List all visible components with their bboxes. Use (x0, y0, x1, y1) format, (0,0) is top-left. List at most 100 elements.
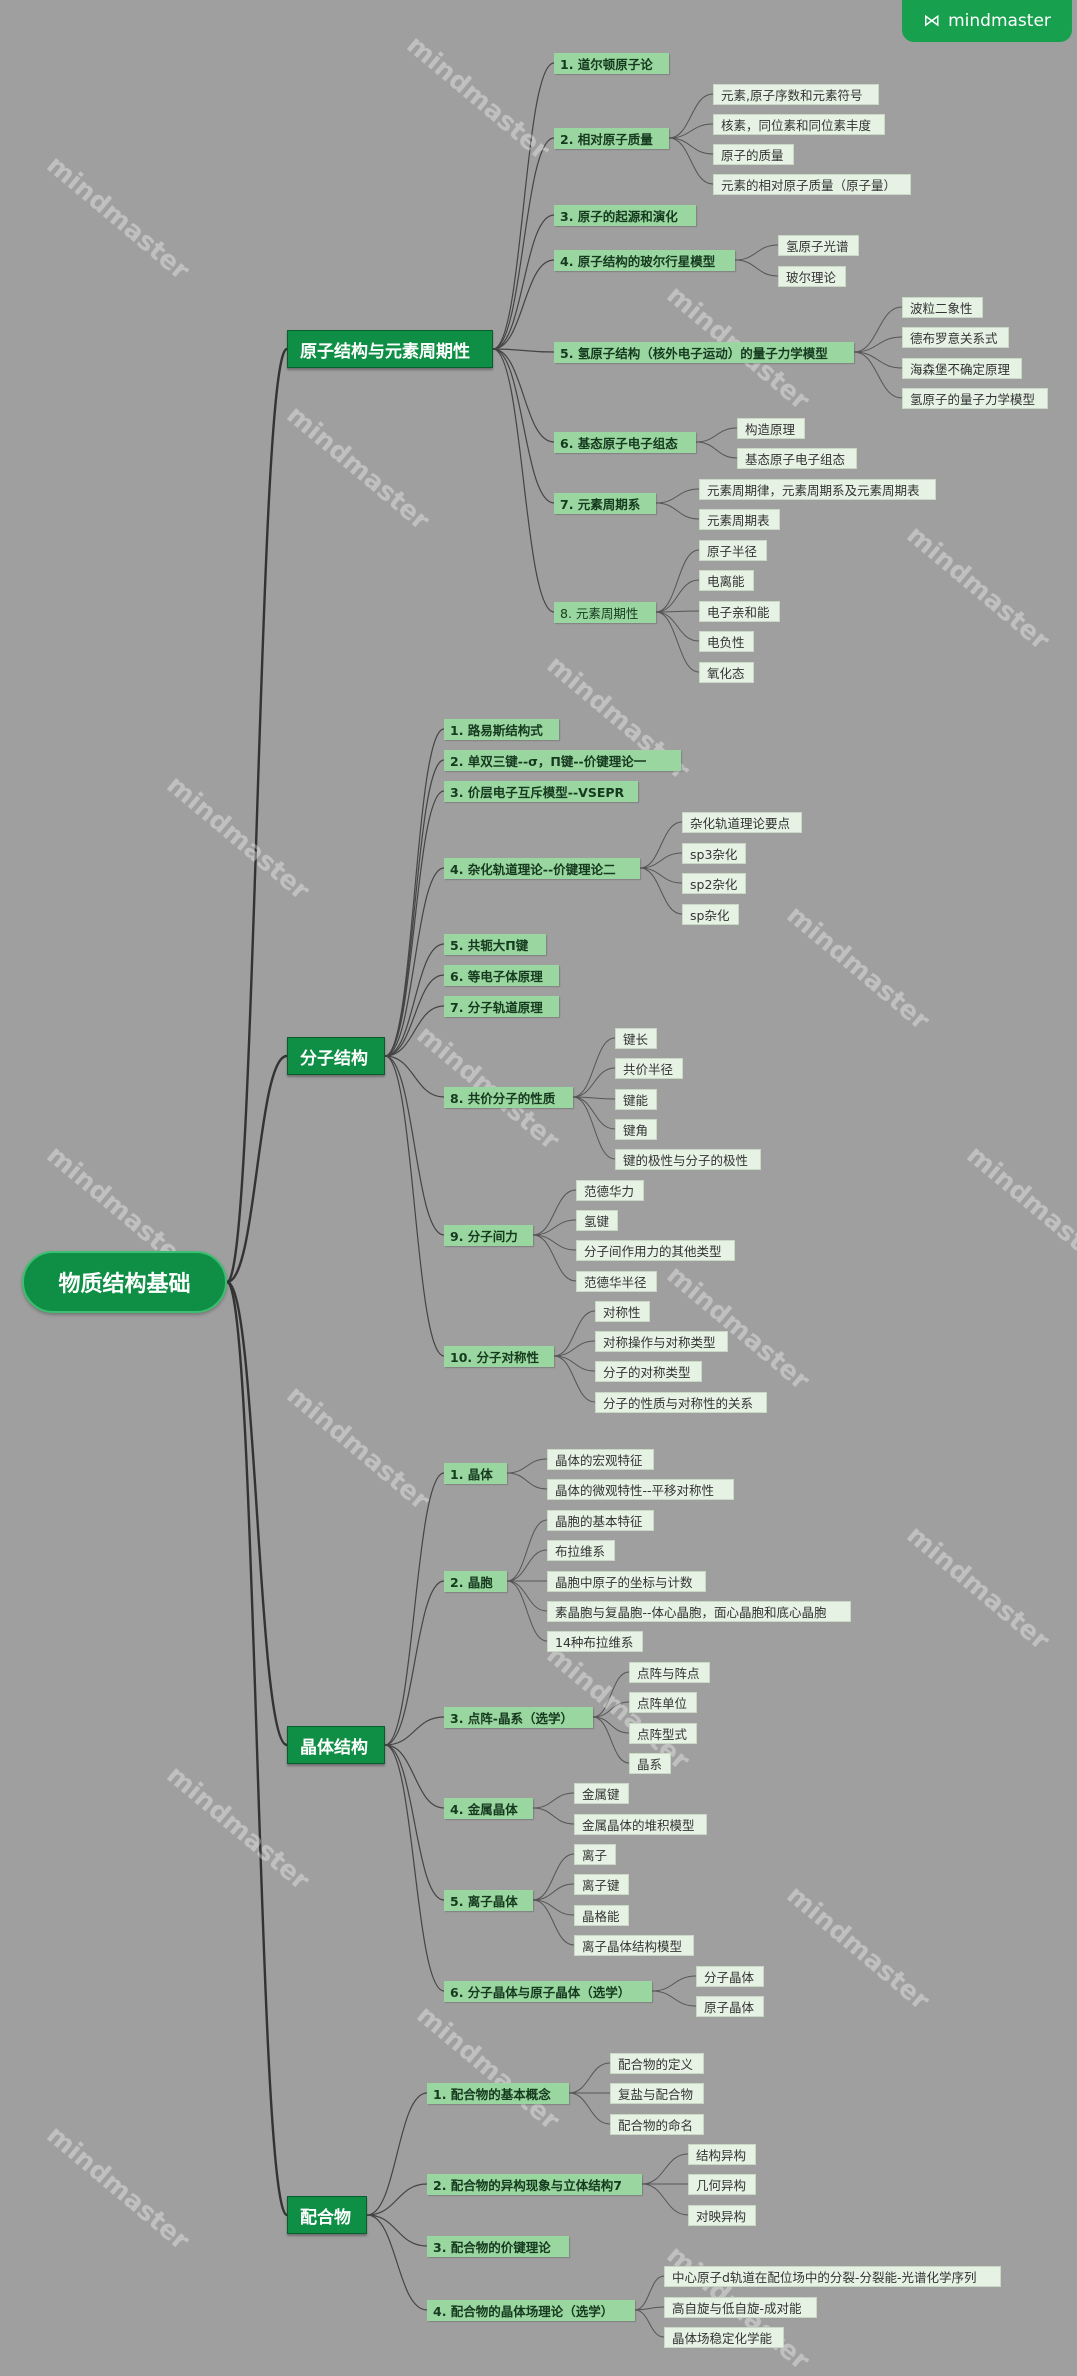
subtopic[interactable]: 1. 配合物的基本概念 (427, 2082, 569, 2104)
leaf-topic[interactable]: sp3杂化 (682, 842, 746, 864)
leaf-topic[interactable]: 元素的相对原子质量（原子量） (713, 173, 911, 195)
leaf-topic[interactable]: 14种布拉维系 (547, 1630, 643, 1652)
leaf-topic[interactable]: 范德华力 (576, 1179, 644, 1201)
leaf-topic[interactable]: 氢原子的量子力学模型 (902, 387, 1048, 409)
subtopic[interactable]: 9. 分子间力 (444, 1224, 533, 1246)
leaf-topic[interactable]: 离子 (574, 1843, 616, 1865)
leaf-topic[interactable]: 分子晶体 (696, 1965, 764, 1987)
subtopic[interactable]: 4. 杂化轨道理论--价键理论二 (444, 857, 640, 879)
leaf-topic[interactable]: 玻尔理论 (778, 265, 846, 287)
leaf-topic[interactable]: 布拉维系 (547, 1539, 615, 1561)
leaf-topic[interactable]: 核素，同位素和同位素丰度 (713, 113, 885, 135)
leaf-topic[interactable]: 晶系 (629, 1752, 671, 1774)
subtopic[interactable]: 1. 路易斯结构式 (444, 718, 559, 740)
subtopic[interactable]: 4. 配合物的晶体场理论（选学） (427, 2299, 635, 2321)
subtopic[interactable]: 6. 等电子体原理 (444, 964, 559, 986)
leaf-topic[interactable]: 金属键 (574, 1782, 629, 1804)
leaf-topic[interactable]: 构造原理 (737, 417, 805, 439)
subtopic[interactable]: 5. 氢原子结构（核外电子运动）的量子力学模型 (554, 341, 854, 363)
subtopic[interactable]: 8. 共价分子的性质 (444, 1086, 573, 1108)
leaf-topic[interactable]: 元素,原子序数和元素符号 (713, 83, 879, 105)
leaf-topic[interactable]: 素晶胞与复晶胞--体心晶胞，面心晶胞和底心晶胞 (547, 1600, 851, 1622)
leaf-topic[interactable]: 对称操作与对称类型 (595, 1330, 728, 1352)
subtopic[interactable]: 1. 道尔顿原子论 (554, 52, 669, 74)
subtopic[interactable]: 4. 金属晶体 (444, 1797, 533, 1819)
subtopic[interactable]: 2. 晶胞 (444, 1570, 507, 1592)
leaf-topic[interactable]: 杂化轨道理论要点 (682, 811, 802, 833)
mindmaster-badge[interactable]: ⋈ mindmaster (902, 0, 1072, 42)
leaf-topic[interactable]: 晶胞的基本特征 (547, 1509, 654, 1531)
leaf-topic[interactable]: 点阵与阵点 (629, 1661, 710, 1683)
leaf-topic[interactable]: 电离能 (699, 569, 754, 591)
leaf-topic[interactable]: 原子半径 (699, 539, 767, 561)
leaf-topic[interactable]: 几何异构 (688, 2173, 756, 2195)
leaf-topic[interactable]: 配合物的定义 (610, 2052, 704, 2074)
leaf-topic[interactable]: 分子间作用力的其他类型 (576, 1239, 735, 1261)
leaf-topic[interactable]: 对称性 (595, 1300, 650, 1322)
leaf-topic[interactable]: 基态原子电子组态 (737, 447, 857, 469)
leaf-topic[interactable]: 对映异构 (688, 2204, 756, 2226)
leaf-topic[interactable]: 分子的对称类型 (595, 1360, 702, 1382)
branch-topic[interactable]: 分子结构 (287, 1037, 385, 1075)
leaf-topic[interactable]: 结构异构 (688, 2143, 756, 2165)
leaf-topic[interactable]: 键的极性与分子的极性 (615, 1148, 761, 1170)
leaf-topic[interactable]: 复盐与配合物 (610, 2082, 704, 2104)
leaf-topic[interactable]: 晶体的宏观特征 (547, 1448, 654, 1470)
leaf-topic[interactable]: 晶体的微观特性--平移对称性 (547, 1478, 734, 1500)
subtopic[interactable]: 2. 单双三键--σ，Π键--价键理论一 (444, 749, 681, 771)
connector-line (532, 1883, 575, 1901)
subtopic[interactable]: 5. 离子晶体 (444, 1889, 533, 1911)
subtopic[interactable]: 6. 分子晶体与原子晶体（选学） (444, 1980, 652, 2002)
root-topic[interactable]: 物质结构基础 (22, 1251, 227, 1313)
leaf-topic[interactable]: 晶胞中原子的坐标与计数 (547, 1570, 706, 1592)
leaf-topic[interactable]: 高自旋与低自旋-成对能 (664, 2296, 817, 2318)
leaf-topic[interactable]: 原子的质量 (713, 143, 794, 165)
subtopic[interactable]: 7. 分子轨道原理 (444, 995, 559, 1017)
subtopic[interactable]: 3. 配合物的价键理论 (427, 2235, 569, 2257)
subtopic[interactable]: 3. 原子的起源和演化 (554, 204, 696, 226)
subtopic[interactable]: 8. 元素周期性 (554, 601, 656, 623)
leaf-topic[interactable]: 分子的性质与对称性的关系 (595, 1391, 767, 1413)
leaf-topic[interactable]: 波粒二象性 (902, 296, 983, 318)
subtopic[interactable]: 5. 共轭大Π键 (444, 933, 546, 955)
leaf-topic[interactable]: 范德华半径 (576, 1270, 657, 1292)
leaf-topic[interactable]: 元素周期律，元素周期系及元素周期表 (699, 478, 936, 500)
branch-topic[interactable]: 原子结构与元素周期性 (287, 330, 493, 368)
leaf-topic[interactable]: 点阵型式 (629, 1722, 697, 1744)
subtopic[interactable]: 10. 分子对称性 (444, 1345, 554, 1367)
connector-line (668, 137, 714, 185)
subtopic[interactable]: 2. 配合物的异构现象与立体结构7 (427, 2173, 642, 2195)
leaf-topic[interactable]: 点阵单位 (629, 1691, 697, 1713)
leaf-topic[interactable]: 键角 (615, 1118, 657, 1140)
branch-topic[interactable]: 配合物 (287, 2196, 367, 2234)
subtopic[interactable]: 1. 晶体 (444, 1462, 507, 1484)
leaf-topic[interactable]: 氢原子光谱 (778, 234, 859, 256)
leaf-topic[interactable]: 电子亲和能 (699, 600, 780, 622)
branch-topic[interactable]: 晶体结构 (287, 1726, 385, 1764)
subtopic[interactable]: 7. 元素周期系 (554, 492, 656, 514)
subtopic[interactable]: 2. 相对原子质量 (554, 127, 669, 149)
leaf-topic[interactable]: 氧化态 (699, 661, 754, 683)
leaf-topic[interactable]: 离子晶体结构模型 (574, 1934, 694, 1956)
leaf-topic[interactable]: 德布罗意关系式 (902, 326, 1009, 348)
subtopic[interactable]: 3. 点阵-晶系（选学） (444, 1706, 593, 1728)
leaf-topic[interactable]: 元素周期表 (699, 508, 780, 530)
leaf-topic[interactable]: 共价半径 (615, 1057, 683, 1079)
leaf-topic[interactable]: 键能 (615, 1088, 657, 1110)
leaf-topic[interactable]: 键长 (615, 1027, 657, 1049)
leaf-topic[interactable]: 中心原子d轨道在配位场中的分裂-分裂能-光谱化学序列 (664, 2265, 1001, 2287)
leaf-topic[interactable]: 晶格能 (574, 1904, 629, 1926)
subtopic[interactable]: 6. 基态原子电子组态 (554, 431, 696, 453)
leaf-topic[interactable]: sp杂化 (682, 903, 739, 925)
leaf-topic[interactable]: sp2杂化 (682, 872, 746, 894)
leaf-topic[interactable]: 金属晶体的堆积模型 (574, 1813, 707, 1835)
leaf-topic[interactable]: 氢键 (576, 1209, 618, 1231)
leaf-topic[interactable]: 晶体场稳定化学能 (664, 2326, 784, 2348)
leaf-topic[interactable]: 离子键 (574, 1873, 629, 1895)
subtopic[interactable]: 4. 原子结构的玻尔行星模型 (554, 249, 735, 271)
leaf-topic[interactable]: 海森堡不确定原理 (902, 357, 1022, 379)
subtopic[interactable]: 3. 价层电子互斥模型--VSEPR (444, 780, 638, 802)
leaf-topic[interactable]: 原子晶体 (696, 1995, 764, 2017)
leaf-topic[interactable]: 电负性 (699, 630, 754, 652)
leaf-topic[interactable]: 配合物的命名 (610, 2113, 704, 2135)
